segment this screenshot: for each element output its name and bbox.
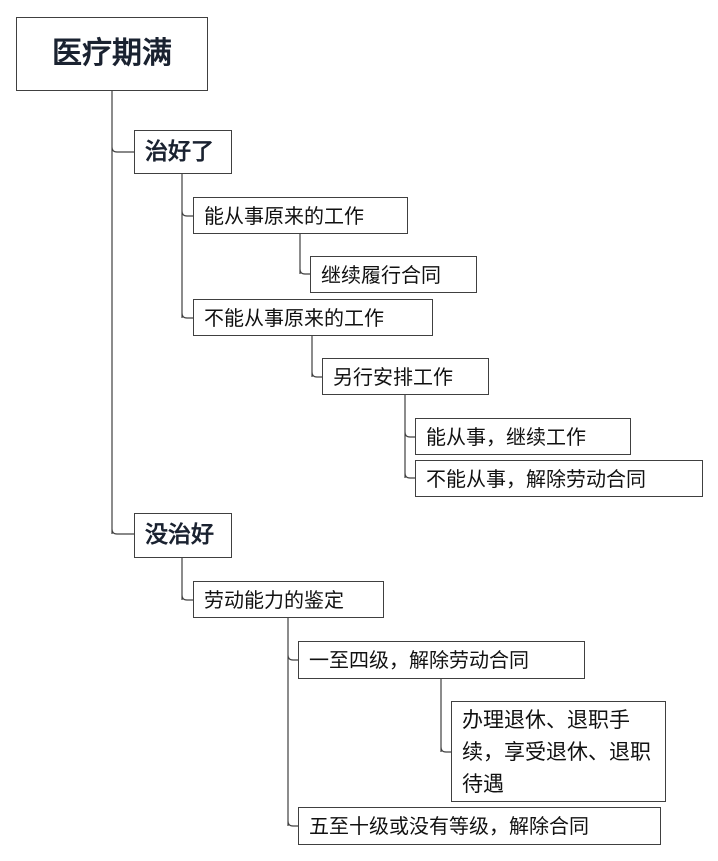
node-ability-assessment[interactable]: 劳动能力的鉴定 xyxy=(193,581,384,618)
node-cured[interactable]: 治好了 xyxy=(134,130,232,174)
connector-assessment xyxy=(287,618,298,827)
node-retirement[interactable]: 办理退休、退职手续，享受退休、退职待遇 xyxy=(451,701,666,802)
connector-grade-1-4 xyxy=(440,679,451,753)
node-cured-can-do[interactable]: 能从事原来的工作 xyxy=(193,197,408,234)
node-reassign[interactable]: 另行安排工作 xyxy=(322,358,489,395)
connector-cured xyxy=(181,174,193,319)
connector-reassign xyxy=(404,395,415,479)
node-grade-5-10[interactable]: 五至十级或没有等级，解除合同 xyxy=(298,807,661,845)
node-grade-1-4[interactable]: 一至四级，解除劳动合同 xyxy=(298,641,585,679)
node-not-cured[interactable]: 没治好 xyxy=(134,513,232,558)
connector-root xyxy=(111,91,134,535)
node-cannot-do-terminate[interactable]: 不能从事，解除劳动合同 xyxy=(415,460,703,497)
connector-can-do xyxy=(299,233,310,275)
node-continue-contract[interactable]: 继续履行合同 xyxy=(310,256,477,293)
connector-not-cured xyxy=(181,558,193,601)
connector-cannot-do xyxy=(311,335,322,378)
node-cured-cannot-do[interactable]: 不能从事原来的工作 xyxy=(193,299,433,336)
root-node[interactable]: 医疗期满 xyxy=(16,17,208,91)
node-can-do-continue[interactable]: 能从事，继续工作 xyxy=(415,418,631,455)
